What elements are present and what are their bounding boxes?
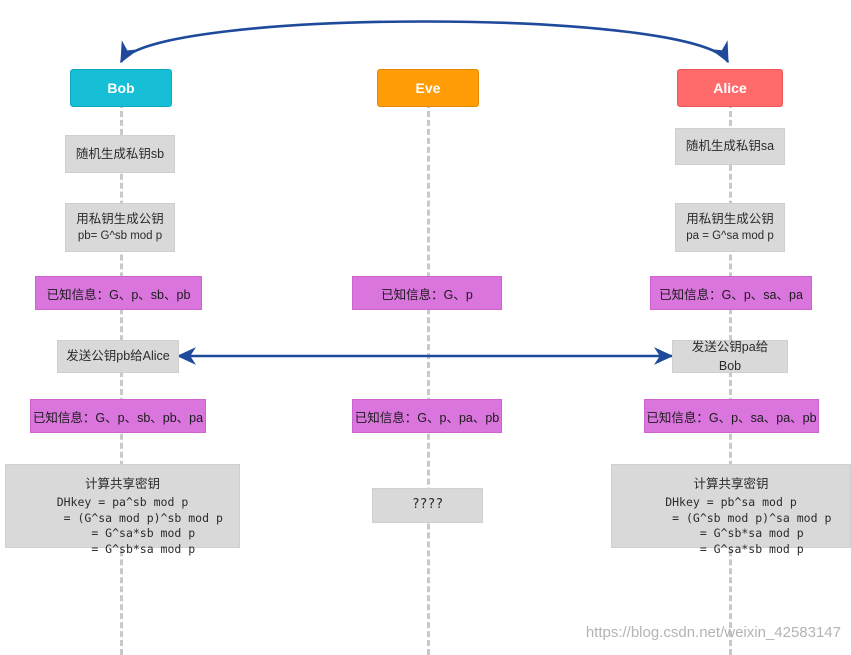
bob-calc-line-4: = G^sb*sa mod p bbox=[49, 541, 196, 556]
alice-compute-shared-key-title: 计算共享密钥 bbox=[693, 477, 769, 491]
bob-send-public-key[interactable]: 发送公钥pb给Alice bbox=[57, 340, 179, 373]
actor-alice[interactable]: Alice bbox=[677, 69, 783, 107]
alice-calc-line-2: = (G^sb mod p)^sa mod p bbox=[630, 510, 832, 525]
alice-generate-private-key-label: 随机生成私钥sa bbox=[685, 139, 775, 154]
lifeline-alice bbox=[729, 102, 732, 655]
alice-generate-private-key[interactable]: 随机生成私钥sa bbox=[675, 128, 785, 165]
alice-calc-line-4: = G^sa*sb mod p bbox=[658, 541, 804, 556]
alice-generate-public-key-title: 用私钥生成公钥 bbox=[686, 212, 774, 227]
bob-calc-line-2: = (G^sa mod p)^sb mod p bbox=[22, 510, 223, 525]
actor-bob-label: Bob bbox=[107, 80, 135, 96]
lifeline-bob bbox=[120, 102, 123, 655]
alice-known-info-1-label: 已知信息：G、p、sa、pa bbox=[659, 287, 803, 302]
bob-known-info-1-label: 已知信息：G、p、sb、pb bbox=[46, 287, 191, 302]
actor-bob[interactable]: Bob bbox=[70, 69, 172, 107]
eve-known-info-1-label: 已知信息：G、p bbox=[381, 287, 473, 302]
watermark: https://blog.csdn.net/weixin_42583147 bbox=[585, 624, 841, 641]
eve-known-info-1[interactable]: 已知信息：G、p bbox=[352, 276, 502, 310]
alice-generate-public-key-formula: pa = G^sa mod p bbox=[686, 230, 774, 243]
bob-generate-public-key-title: 用私钥生成公钥 bbox=[76, 212, 164, 227]
actor-eve[interactable]: Eve bbox=[377, 69, 479, 107]
eve-unknown-shared-key[interactable]: ???? bbox=[372, 488, 483, 523]
eve-known-info-2[interactable]: 已知信息：G、p、pa、pb bbox=[352, 399, 502, 433]
alice-generate-public-key[interactable]: 用私钥生成公钥 pa = G^sa mod p bbox=[675, 203, 785, 252]
lifeline-eve bbox=[427, 102, 430, 655]
alice-known-info-2[interactable]: 已知信息：G、p、sa、pa、pb bbox=[644, 399, 819, 433]
shared-params-arc bbox=[119, 20, 730, 64]
bob-generate-public-key-formula: pb= G^sb mod p bbox=[77, 230, 163, 243]
alice-send-public-key-label: 发送公钥pa给Bob bbox=[691, 340, 769, 373]
bob-known-info-2-label: 已知信息：G、p、sb、pb、pa bbox=[32, 410, 204, 425]
alice-calc-line-3: = G^sb*sa mod p bbox=[658, 526, 804, 541]
alice-send-public-key[interactable]: 发送公钥pa给Bob bbox=[672, 340, 788, 373]
actor-alice-label: Alice bbox=[713, 80, 747, 96]
bob-compute-shared-key[interactable]: 计算共享密钥 DHkey = pa^sb mod p = (G^sa mod p… bbox=[5, 464, 240, 556]
eve-known-info-2-label: 已知信息：G、p、pa、pb bbox=[354, 410, 500, 425]
bob-generate-private-key-label: 随机生成私钥sb bbox=[75, 146, 165, 161]
alice-known-info-1[interactable]: 已知信息：G、p、sa、pa bbox=[650, 276, 812, 310]
bob-known-info-1[interactable]: 已知信息：G、p、sb、pb bbox=[35, 276, 202, 310]
bob-compute-shared-key-title: 计算共享密钥 bbox=[84, 477, 160, 491]
alice-known-info-2-label: 已知信息：G、p、sa、pa、pb bbox=[646, 410, 817, 425]
bob-generate-private-key[interactable]: 随机生成私钥sb bbox=[65, 135, 175, 173]
actor-eve-label: Eve bbox=[415, 80, 441, 96]
alice-calc-line-1: DHkey = pb^sa mod p bbox=[665, 495, 797, 509]
bob-send-public-key-label: 发送公钥pb给Alice bbox=[66, 349, 170, 364]
eve-unknown-shared-key-label: ???? bbox=[411, 497, 444, 513]
bob-calc-line-1: DHkey = pa^sb mod p bbox=[56, 495, 189, 509]
bob-generate-public-key[interactable]: 用私钥生成公钥 pb= G^sb mod p bbox=[65, 203, 175, 252]
bob-known-info-2[interactable]: 已知信息：G、p、sb、pb、pa bbox=[30, 399, 206, 433]
bob-calc-line-3: = G^sa*sb mod p bbox=[49, 526, 196, 541]
alice-compute-shared-key[interactable]: 计算共享密钥 DHkey = pb^sa mod p = (G^sb mod p… bbox=[611, 464, 851, 556]
